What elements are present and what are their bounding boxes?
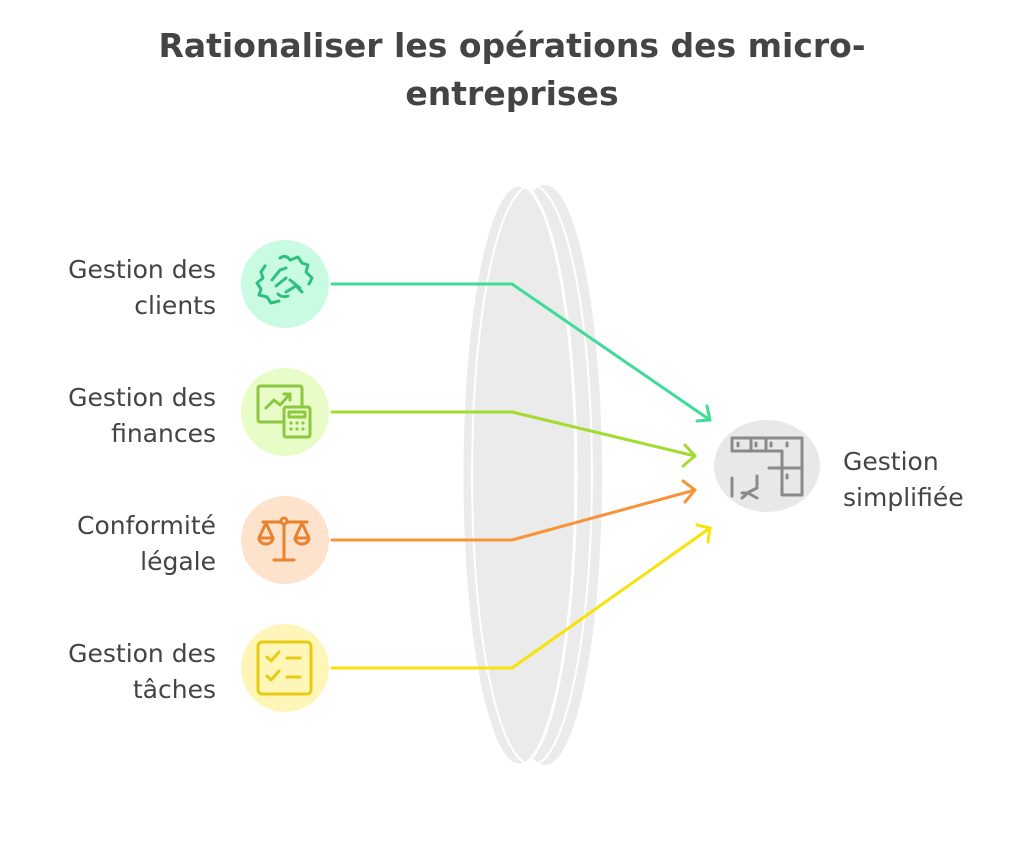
label-finance-management: Gestion des finances xyxy=(68,380,216,452)
label-line: tâches xyxy=(132,675,216,704)
checklist-icon xyxy=(241,624,329,712)
connector-clients xyxy=(330,282,712,423)
title-line-2: entreprises xyxy=(405,74,619,113)
connector-tasks xyxy=(330,523,712,670)
label-line: finances xyxy=(111,419,216,448)
label-client-management: Gestion des clients xyxy=(68,252,216,324)
title-line-1: Rationaliser les opérations des micro- xyxy=(158,26,866,65)
connector-legal xyxy=(330,479,697,542)
label-simplified-management: Gestion simplifiée xyxy=(843,444,964,516)
label-line: légale xyxy=(140,547,216,576)
connector-finances xyxy=(330,410,697,468)
label-line: Gestion des xyxy=(68,639,216,668)
label-line: simplifiée xyxy=(843,483,964,512)
handshake-icon xyxy=(241,240,329,328)
label-line: clients xyxy=(134,291,216,320)
label-legal-compliance: Conformité légale xyxy=(77,508,216,580)
label-line: Gestion des xyxy=(68,255,216,284)
lens xyxy=(460,183,602,767)
label-task-management: Gestion des tâches xyxy=(68,636,216,708)
label-line: Gestion des xyxy=(68,383,216,412)
office-layout-icon xyxy=(714,420,820,512)
diagram-title: Rationaliser les opérations des micro- e… xyxy=(0,22,1024,118)
chart-calculator-icon xyxy=(241,368,329,456)
scales-icon xyxy=(241,496,329,584)
label-line: Conformité xyxy=(76,511,216,540)
label-line: Gestion xyxy=(843,447,939,476)
